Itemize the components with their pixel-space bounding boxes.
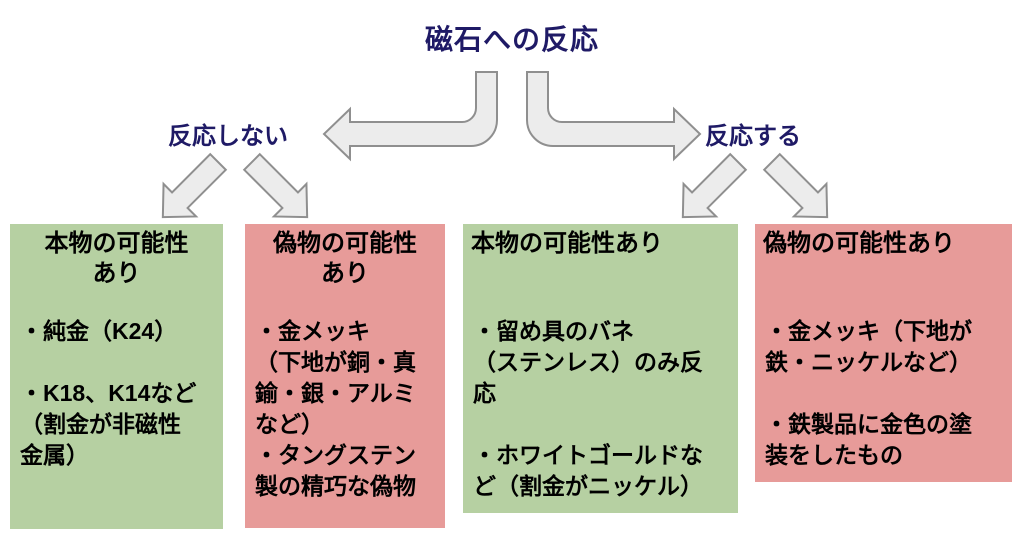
result-box-fake-non-reactive: 偽物の可能性 あり ・金メッキ （下地が銅・真 鍮・銀・アルミ など） ・タング… <box>245 224 445 528</box>
result-box-header: 偽物の可能性 あり <box>273 230 417 287</box>
result-box-body: ・金メッキ （下地が銅・真 鍮・銀・アルミ など） ・タングステン 製の精巧な偽… <box>255 318 416 499</box>
result-box-genuine-non-reactive: 本物の可能性 あり ・純金（K24） ・K18、K14など （割金が非磁性 金属… <box>10 224 223 529</box>
down-right-arrow-to-box2 <box>234 144 325 235</box>
branch-label-reaction: 反応する <box>705 123 801 150</box>
down-right-arrow-to-box4 <box>754 144 845 235</box>
down-left-arrow-to-box3 <box>665 144 756 235</box>
diagram-title: 磁石への反応 <box>424 24 599 55</box>
result-box-body: ・留め具のバネ （ステンレス）のみ反 応 ・ホワイトゴールドな ど（割金がニッケ… <box>473 318 703 499</box>
elbow-arrow-left <box>322 71 498 162</box>
result-box-genuine-reactive: 本物の可能性あり ・留め具のバネ （ステンレス）のみ反 応 ・ホワイトゴールドな… <box>463 224 738 513</box>
result-box-header: 本物の可能性 あり <box>44 230 189 287</box>
result-box-header: 本物の可能性あり <box>471 230 663 257</box>
branch-label-no-reaction: 反応しない <box>168 123 288 150</box>
down-left-arrow-to-box1 <box>145 144 236 235</box>
result-box-fake-reactive: 偽物の可能性あり ・金メッキ（下地が 鉄・ニッケルなど） ・鉄製品に金色の塗 装… <box>755 224 1012 482</box>
elbow-arrow-right <box>526 71 702 162</box>
result-box-body: ・金メッキ（下地が 鉄・ニッケルなど） ・鉄製品に金色の塗 装をしたもの <box>765 318 972 468</box>
result-box-header: 偽物の可能性あり <box>763 230 955 257</box>
result-box-body: ・純金（K24） ・K18、K14など （割金が非磁性 金属） <box>20 318 197 468</box>
